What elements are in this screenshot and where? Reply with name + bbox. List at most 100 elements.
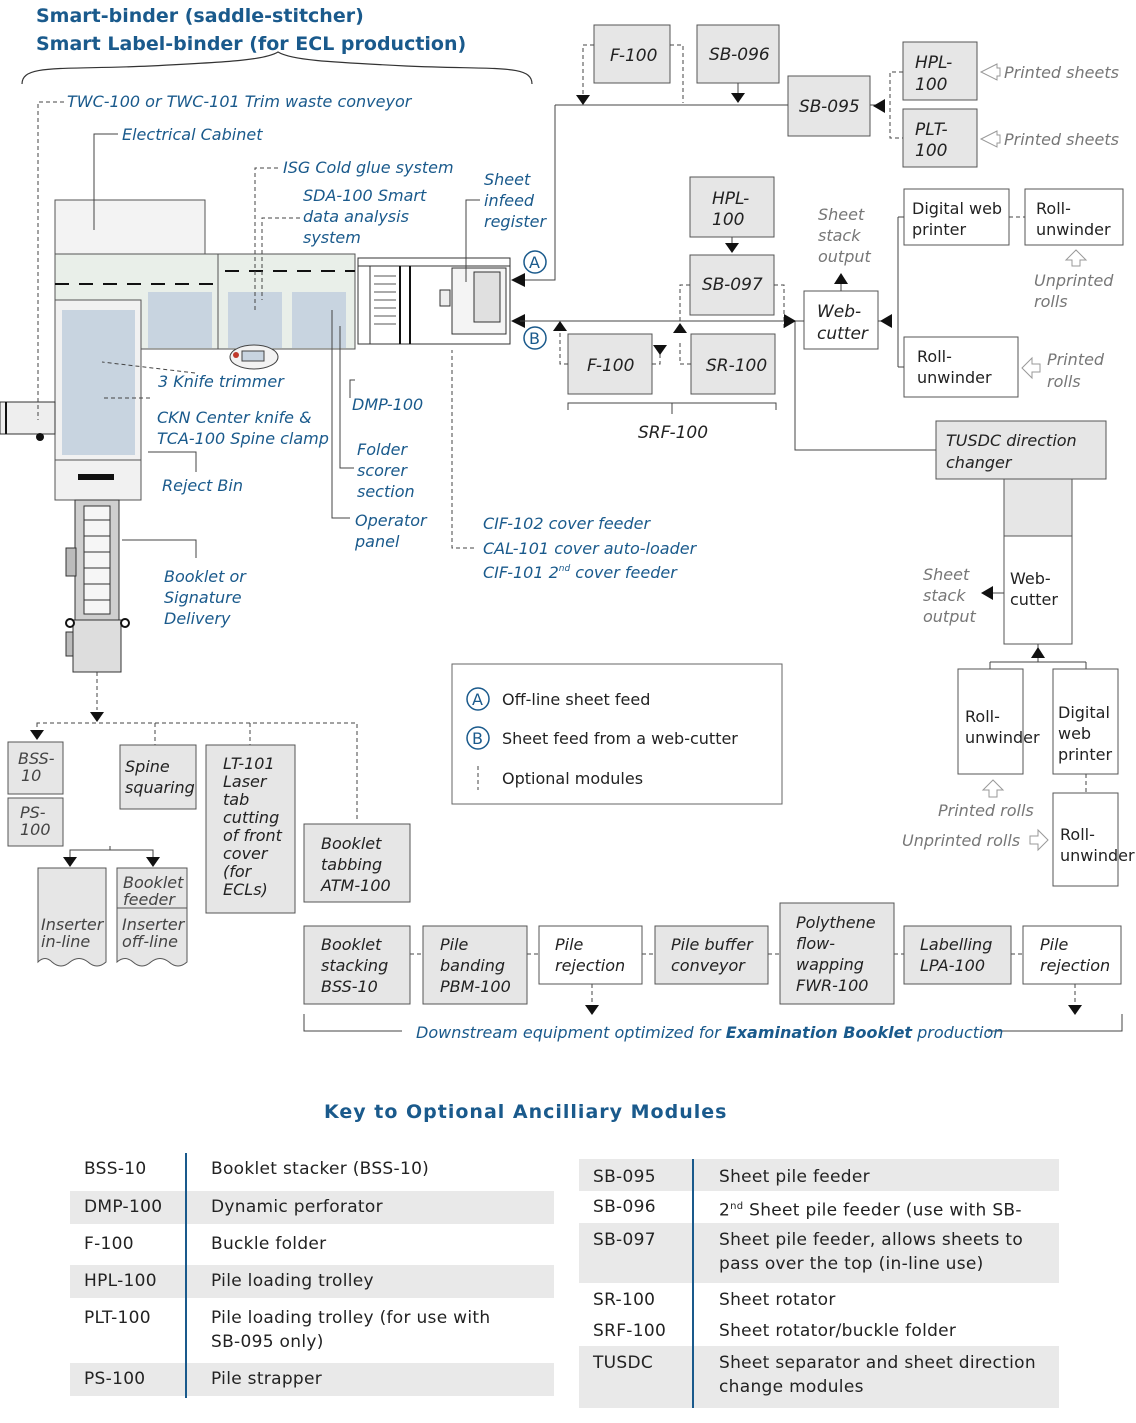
label-sheet-stack-1-1: Sheet [818,205,865,224]
key-row: SB-097 Sheet pile feeder, allows sheets … [579,1223,1059,1283]
module-pr1-label-1: Pile [555,935,584,954]
key-desc-line-2: pass over the top (in-line use) [719,1254,984,1274]
module-ru-1-label-1: Roll- [1036,199,1071,218]
module-tusdc-label-1: TUSDC direction [946,431,1077,450]
label-printed-rolls-1: Printed [1047,350,1105,369]
module-sr100-label: SR-100 [706,356,767,376]
title-line-2: Smart Label-binder (for ECL production) [36,33,466,55]
module-bss-stack-label-3: BSS-10 [321,977,378,996]
label-booklet-1: Booklet or [164,567,247,586]
module-spine-label-1: Spine [125,757,170,776]
module-webcutter-1 [803,290,879,350]
key-desc-line-2: change modules [719,1377,864,1397]
module-f100-top-label: F-100 [610,46,657,66]
module-pbm-label-1: Pile [440,935,469,954]
label-dmp: DMP-100 [352,395,423,414]
downstream-caption: Downstream equipment optimized for Exami… [416,1023,1003,1042]
svg-text:B: B [529,329,540,348]
module-hpl100-top-label-2: 100 [915,75,947,95]
module-sb097-label: SB-097 [702,275,763,295]
label-ckn-1: CKN Center knife & [157,408,312,427]
marker-a: A [523,250,547,274]
module-webcutter-2 [1003,535,1073,645]
module-roll-unwinder-1 [1024,188,1124,246]
key-code: SR-100 [593,1290,656,1310]
module-fwr-label-3: wapping [796,955,864,974]
module-roll-unwinder-3 [957,668,1024,775]
label-knife-trimmer: 3 Knife trimmer [158,372,285,391]
key-desc-line-2: SB-095 only) [211,1332,324,1352]
module-pr2-label-2: rejection [1040,956,1110,975]
module-inserter-inline [37,867,107,967]
key-row: F-100 Buckle folder [70,1232,554,1262]
module-roll-unwinder-2 [903,336,1019,398]
key-row: BSS-10 Booklet stacker (BSS-10) [70,1157,554,1187]
label-sir-2: infeed [484,191,535,210]
module-dwp-2-label-1: Digital [1058,703,1110,722]
label-sda-2: data analysis [303,207,409,226]
module-lpa-label-1: Labelling [920,935,992,954]
module-f100-mid-label: F-100 [587,356,634,376]
key-row: DMP-100 Dynamic perforator [70,1191,554,1224]
key-desc: Dynamic perforator [211,1197,383,1217]
label-cif101: CIF-101 2nd cover feeder [483,563,678,582]
key-row: SRF-100 Sheet rotator/buckle folder [579,1319,1059,1349]
key-desc: Pile strapper [211,1369,323,1389]
key-row: PLT-100 Pile loading trolley (for use wi… [70,1306,554,1358]
module-atm100-label-1: Booklet [321,834,382,853]
key-row: SB-096 2nd Sheet pile feeder (use with S… [579,1195,1059,1245]
module-bss-stack-label-1: Booklet [321,935,382,954]
label-electrical-cabinet: Electrical Cabinet [122,125,263,144]
module-pbc-label-2: conveyor [671,956,746,975]
module-hpl100-mid-label-1: HPL- [712,189,749,209]
label-unprinted-rolls-1: Unprinted [1034,271,1114,290]
module-dwp-2-label-3: printer [1058,745,1112,764]
module-pile-rejection-2 [1022,925,1122,985]
module-ru-2-label-1: Roll- [917,347,952,366]
module-bss10-small-label-1: BSS- [18,749,55,768]
key-desc: Sheet separator and sheet direction [719,1353,1036,1373]
module-bss10-stacking [303,925,411,1005]
module-lt101-label-1: LT-101 [223,754,275,773]
module-hpl100-top-label-1: HPL- [915,53,952,73]
module-pile-buffer-conveyor [654,925,769,985]
key-code: BSS-10 [84,1159,147,1179]
key-row: SR-100 Sheet rotator [579,1288,1059,1318]
key-desc: Sheet pile feeder, allows sheets to [719,1230,1024,1250]
module-tusdc-column [1003,478,1073,537]
label-printed-rolls-3: Printed rolls [938,801,1034,820]
key-desc: Buckle folder [211,1234,327,1254]
module-lt101 [205,744,296,914]
label-unprinted-rolls-3: Unprinted rolls [902,831,1020,850]
module-lt101-label-6: cover [223,844,269,863]
module-lpa100 [903,925,1012,985]
legend-a-marker: A [472,690,483,709]
key-code: SB-095 [593,1167,656,1187]
module-sb096 [696,24,780,84]
key-code: F-100 [84,1234,134,1254]
legend-box [451,663,783,805]
module-inserter-inline-label-1: Inserter [41,915,105,934]
key-divider-right [692,1159,694,1408]
module-pr1-label-2: rejection [555,956,625,975]
label-printed-sheets-2: Printed sheets [1004,130,1119,149]
label-twc: TWC-100 or TWC-101 Trim waste conveyor [67,92,413,111]
module-dwp-2-label-2: web [1058,724,1091,743]
label-booklet-3: Delivery [164,609,231,628]
svg-text:A: A [529,253,540,272]
label-unprinted-rolls-2: rolls [1034,292,1068,311]
label-reject-bin: Reject Bin [162,476,243,495]
label-sheet-stack-2-1: Sheet [923,565,970,584]
module-dwp-1-label-1: Digital web [912,199,1002,218]
module-booklet-feeder-label-2: feeder [123,890,176,909]
module-sr100 [690,333,776,395]
module-lt101-label-8: ECLs) [223,880,268,899]
module-ru-3-label-2: unwinder [965,728,1040,747]
key-code: DMP-100 [84,1197,163,1217]
module-sb095 [787,75,871,137]
module-pr2-label-1: Pile [1040,935,1069,954]
label-sheet-stack-1-2: stack [818,226,861,245]
key-divider-left [185,1153,187,1398]
module-dwp-1-label-2: printer [912,220,966,239]
key-desc: Sheet pile feeder [719,1167,870,1187]
